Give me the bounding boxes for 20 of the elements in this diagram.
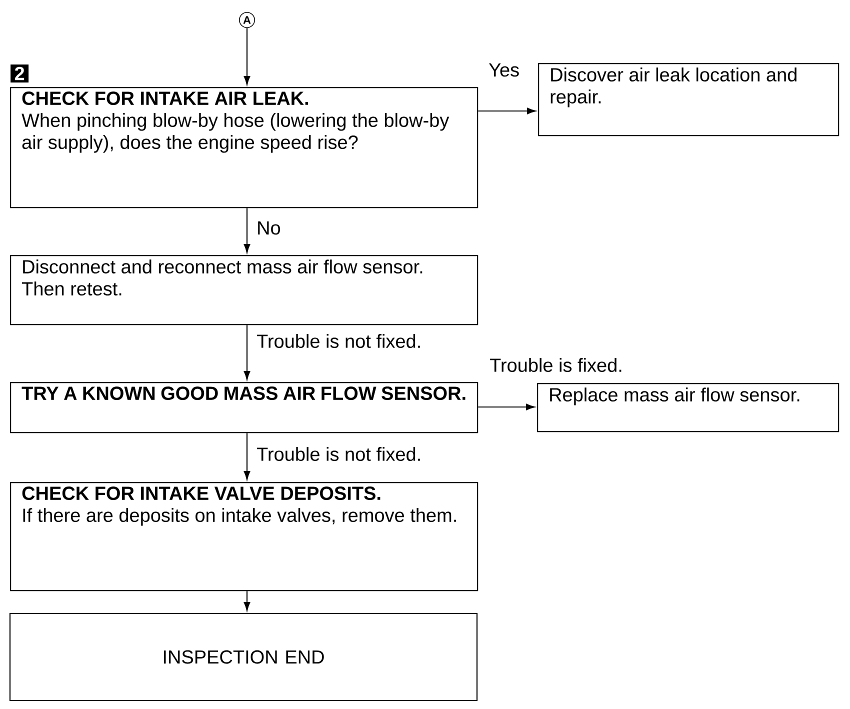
edge-label: Trouble is fixed. [488,357,624,373]
edge-label: Yes [488,62,521,78]
arrow [244,591,250,611]
edge-label: No [256,220,282,236]
edge-label: Trouble is not fixed. [256,333,423,349]
arrow [244,325,250,380]
edge-label: Trouble is not fixed. [256,446,423,462]
arrow [244,433,250,480]
process-box: Discover air leak location and repair. [538,63,840,136]
process-box: CHECK FOR INTAKE VALVE DEPOSITS. If there are deposits on intake valves, remove them. [10,482,478,592]
arrow [244,208,250,253]
process-box: CHECK FOR INTAKE AIR LEAK. When pinching blow-by hose (lowering the blow-by air supply), does the engine speed rise? [10,87,478,208]
arrow [244,28,250,85]
arrow [478,108,536,114]
process-box: Replace mass air flow sensor. [537,383,840,432]
process-box: TRY A KNOWN GOOD MASS AIR FLOW SENSOR. [10,382,478,434]
process-box: Disconnect and reconnect mass air flow sensor. Then retest. [10,255,478,326]
step-number: 2 [10,64,29,82]
arrow [478,404,535,410]
end-box: INSPECTION END [9,612,478,702]
